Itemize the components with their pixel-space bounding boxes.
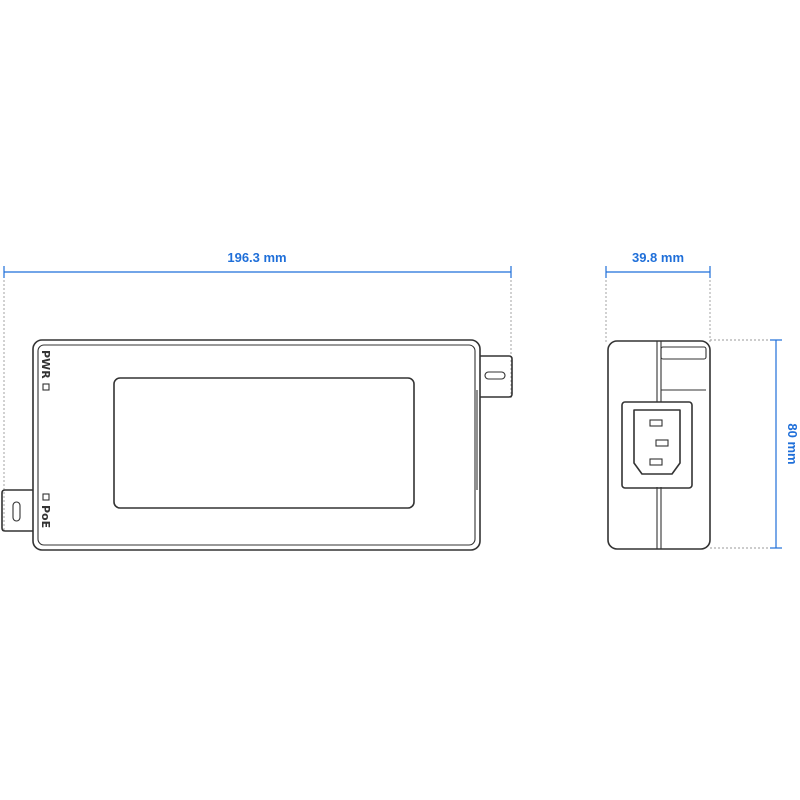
adapter-body-inner-edge (37, 344, 476, 546)
mounting-hole-right (484, 371, 506, 380)
depth-dimension: 39.8 mm (605, 250, 711, 278)
height-label: 80 mm (785, 423, 800, 464)
poe-indicator-label: PoE (39, 505, 52, 528)
height-dimension: 80 mm (770, 339, 800, 549)
mounting-hole-left (12, 501, 21, 522)
mounting-tab-left (1, 489, 33, 532)
top-flange (660, 346, 707, 360)
depth-label: 39.8 mm (632, 250, 684, 265)
mounting-tab-right (480, 355, 513, 398)
inlet-housing (621, 401, 693, 489)
side-body (607, 340, 711, 550)
inlet-pin-bottom (649, 458, 663, 466)
adapter-body (32, 339, 481, 551)
side-view: 39.8 mm 80 mm (605, 250, 800, 550)
inlet-socket (633, 409, 681, 475)
power-indicator-label: PWR (39, 350, 52, 379)
front-view: 196.3 mm PWR PoE (1, 250, 513, 551)
label-panel (113, 377, 415, 509)
power-indicator: PWR (39, 350, 52, 391)
inlet-pin-top (649, 419, 663, 427)
poe-indicator: PoE (39, 493, 52, 528)
power-inlet (621, 401, 693, 489)
poe-led (42, 493, 50, 501)
length-dimension: 196.3 mm (3, 250, 512, 278)
inlet-pin-middle (655, 439, 669, 447)
length-label: 196.3 mm (227, 250, 286, 265)
power-led (42, 383, 50, 391)
